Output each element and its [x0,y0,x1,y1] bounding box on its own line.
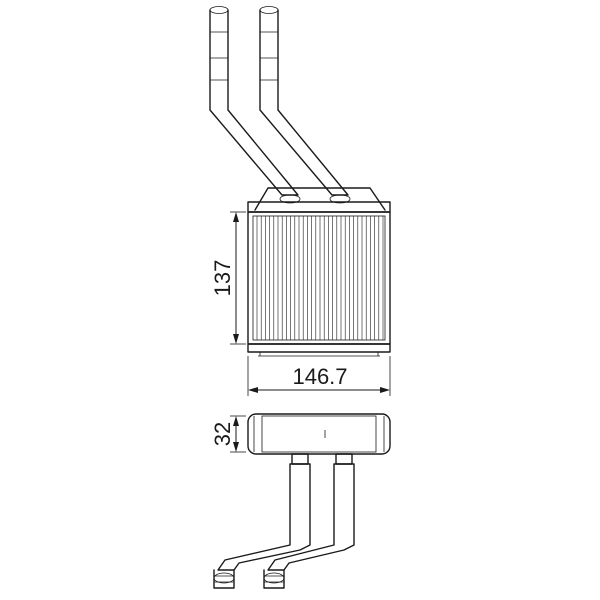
front-core-fins [256,216,384,340]
bottom-pipe-right [263,453,355,589]
front-inlet-pipe-left [209,6,299,196]
height-dimension: 137 [210,211,246,345]
bottom-pipe-left [213,453,311,589]
front-bottom-tank [247,343,391,357]
depth-dimension: 32 [210,415,246,453]
height-dimension-label: 137 [210,260,235,297]
depth-dimension-label: 32 [210,422,235,446]
bottom-core-body [247,413,391,455]
front-view: 137 146.7 [209,6,391,396]
front-core [247,211,391,345]
bottom-view: 32 [210,413,391,589]
width-dimension-label: 146.7 [292,364,347,389]
width-dimension: 146.7 [247,356,391,396]
front-top-tank [247,187,391,213]
front-outlet-pipe-right [259,6,349,196]
